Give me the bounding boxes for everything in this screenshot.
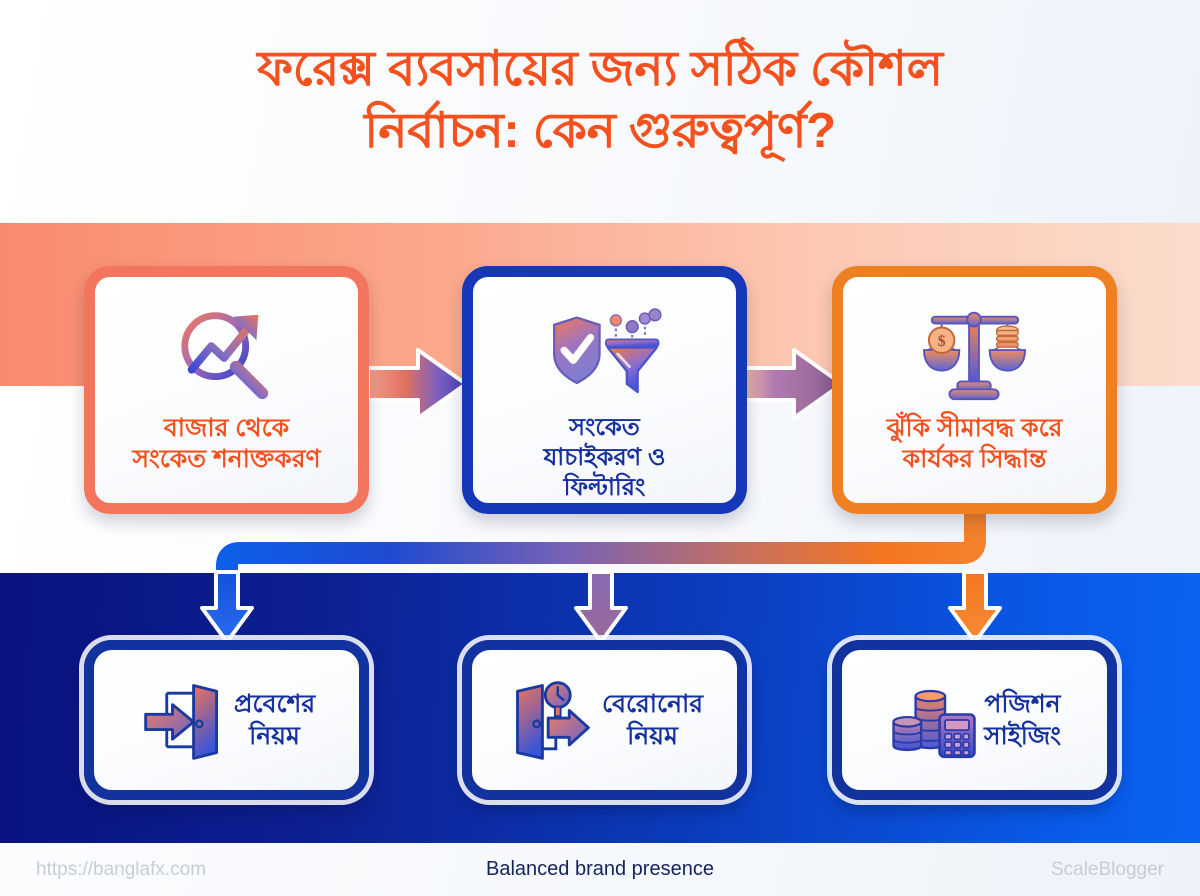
gradient-distribution-bus	[200, 500, 1002, 644]
down-arrow-center	[574, 556, 628, 644]
door-enter-icon	[144, 684, 218, 760]
outcome-card-2-label-line2: নিয়ম	[627, 722, 678, 750]
footer-tagline: Balanced brand presence	[486, 858, 714, 880]
outcome-card-1-label: প্রবেশের নিয়ম	[234, 688, 315, 752]
balance-scale-icon: $	[922, 311, 1026, 401]
footer-url[interactable]: https://banglafx.com	[36, 858, 207, 880]
shield-check-funnel-icon	[552, 308, 662, 394]
process-card-1-label-line2: সংকেত শনাক্তকরণ	[132, 445, 321, 473]
outcome-card-2-label-line1: বেরোনোর	[601, 690, 704, 718]
outcome-card-2-label: বেরোনোর নিয়ম	[602, 688, 703, 752]
process-card-signal-verification-filtering[interactable]: সংকেত যাচাইকরণ ও ফিল্টারিং	[462, 266, 747, 514]
outcome-card-1-label-line1: প্রবেশের	[233, 690, 316, 718]
outcome-card-3-label: পজিশন সাইজিং	[984, 688, 1061, 752]
outcome-card-3-label-line1: পজিশন	[984, 690, 1061, 718]
process-card-2-label-line3: ফিল্টারিং	[563, 474, 646, 501]
outcome-card-exit-rules[interactable]: বেরোনোর নিয়ম	[462, 640, 747, 800]
outcome-card-position-sizing[interactable]: পজিশন সাইজিং	[832, 640, 1117, 800]
background-band-footer	[0, 843, 1200, 896]
process-card-2-label: সংকেত যাচাইকরণ ও ফিল্টারিং	[539, 413, 669, 503]
process-card-1-label-line1: বাজার থেকে	[163, 414, 290, 442]
down-arrow-left	[200, 570, 254, 644]
outcome-card-1-label-line2: নিয়ম	[249, 722, 300, 750]
process-card-3-label: ঝুঁকি সীমাবদ্ধ করে কার্যকর সিদ্ধান্ত	[883, 413, 1067, 475]
title-line-1: ফরেক্স ব্যবসায়ের জন্য সঠিক কৌশল	[257, 42, 943, 96]
page-title: ফরেক্স ব্যবসায়ের জন্য সঠিক কৌশল নির্বাচ…	[0, 38, 1200, 162]
door-exit-clock-icon	[516, 681, 590, 760]
flow-arrow-orange-to-blue	[366, 348, 468, 420]
process-card-3-label-line2: কার্যকর সিদ্ধান্ত	[902, 445, 1047, 473]
process-card-3-label-line1: ঝুঁকি সীমাবদ্ধ করে	[886, 414, 1063, 442]
process-card-2-label-line1: সংকেত	[569, 414, 640, 441]
title-line-2: নির্বাচন: কেন গুরুত্বপূর্ণ?	[364, 104, 836, 158]
process-card-2-label-line2: যাচাইকরণ ও	[543, 444, 666, 471]
down-arrow-right	[948, 540, 1002, 644]
footer-bar: https://banglafx.com Balanced brand pres…	[0, 843, 1200, 896]
flow-arrow-blue-to-orange	[742, 348, 844, 420]
process-card-risk-limited-decision[interactable]: $ ঝুঁকি সীমাবদ্ধ করে কার্যকর সিদ্ধান্ত	[832, 266, 1117, 514]
outcome-card-3-label-line2: সাইজিং	[983, 722, 1062, 750]
svg-text:$: $	[937, 333, 945, 350]
coins-calculator-icon	[892, 689, 976, 759]
outcome-card-entry-rules[interactable]: প্রবেশের নিয়ম	[84, 640, 369, 800]
magnifier-trend-icon	[180, 312, 268, 400]
background-band-top	[0, 0, 1200, 223]
footer-brand: ScaleBlogger	[1050, 858, 1164, 880]
process-card-1-label: বাজার থেকে সংকেত শনাক্তকরণ	[128, 413, 324, 475]
process-card-market-signal-detection[interactable]: বাজার থেকে সংকেত শনাক্তকরণ	[84, 266, 369, 514]
